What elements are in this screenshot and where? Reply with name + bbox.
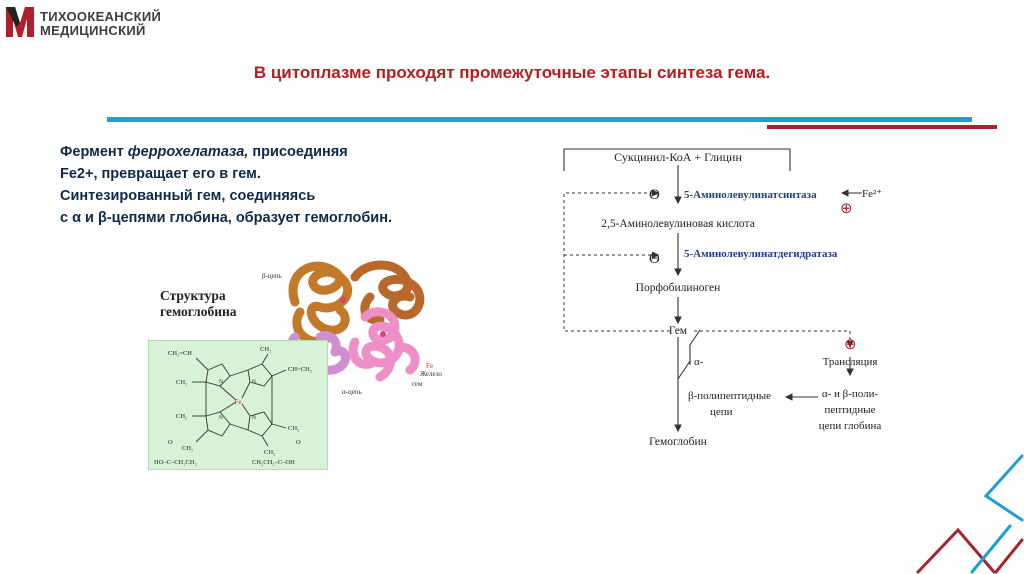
blue-divider — [107, 117, 972, 122]
structure-caption-line-2: гемоглобина — [160, 304, 237, 319]
logo-line-2: МЕДИЦИНСКИЙ — [40, 23, 146, 38]
heme-structure-diagram: Fe CH₂=CH CH₂ CH=CH₂ CH₂ CH₂ CH₂ CH₂ CH₂… — [148, 340, 328, 470]
pathway-heme: Гем — [669, 325, 688, 337]
beta-chain-label: β-цепь — [262, 272, 282, 280]
heme-oxygen-right: O — [296, 439, 301, 446]
paragraph-line-3: Синтезированный гем, соединяясь — [60, 188, 316, 204]
heme-group-top-right: CH₂ — [260, 346, 271, 353]
corner-decoration-icon — [916, 454, 1024, 574]
heme-group-left-lower: CH₂ — [176, 413, 187, 420]
paragraph-line-4: с α и β-цепями глобина, образует гемогло… — [60, 210, 392, 226]
heme-pathway-diagram: Сукцинил-КоА + Глицин Θ 5-Аминолевулинат… — [563, 148, 882, 448]
globin-chains-line-3: цепи глобина — [819, 420, 882, 432]
logo-mark-icon — [6, 7, 34, 37]
heme-nitrogen-1: N — [219, 379, 223, 385]
heme-nitrogen-2: N — [252, 379, 256, 385]
inhibition-marker-1: Θ — [649, 187, 660, 203]
paragraph-line-1-start: Фермент — [60, 144, 128, 160]
heme-nitrogen-4: N — [252, 415, 256, 421]
paragraph-line-1-end: присоединяя — [248, 144, 348, 160]
translation-label: Трансляция — [823, 356, 878, 368]
inhibition-marker-2: Θ — [649, 251, 660, 267]
paragraph-line-2: Fe2+, превращает его в гем. — [60, 166, 261, 182]
enzyme-aminolevulinate-synthase: 5-Аминолевулинатсинтаза — [684, 189, 817, 201]
heme-acid-left: HO–C–CH₂CH₂ — [154, 459, 197, 466]
heme-group-bottom-right: CH₂ — [264, 449, 275, 456]
activation-marker-iron: ⊕ — [840, 201, 853, 217]
beta-chains-line-2: цепи — [710, 406, 733, 418]
description-text: Фермент феррохелатаза, присоединяя Fe2+,… — [60, 141, 530, 229]
beta-chain-left — [288, 261, 352, 346]
heme-oxygen-left: O — [168, 439, 173, 446]
pathway-start: Сукцинил-КоА + Глицин — [614, 150, 742, 164]
pathway-hemoglobin: Гемоглобин — [649, 436, 707, 448]
alpha-chain-right — [348, 307, 420, 382]
heme-label: гем — [412, 380, 423, 388]
heme-group-right-upper: CH=CH₂ — [288, 366, 312, 373]
enzyme-name: феррохелатаза, — [127, 144, 249, 160]
heme-iron-symbol: Fe — [235, 398, 242, 406]
paragraph-line-1: Фермент феррохелатаза, присоединяя — [60, 141, 530, 163]
enzyme-aminolevulinate-dehydratase: 5-Аминолевулинатдегидратаза — [684, 248, 838, 260]
logo: ТИХООКЕАНСКИЙ МЕДИЦИНСКИЙ — [4, 3, 184, 41]
beta-chains-line-1: β-полипептидные — [688, 390, 771, 402]
structure-caption: Структура гемоглобина — [160, 288, 237, 320]
heme-group-bottom-left: CH₂ — [182, 445, 193, 452]
pathway-iron: Fe²⁺ — [862, 188, 882, 200]
heme-acid-right: CH₂CH₂–C–OH — [252, 459, 295, 466]
porphobilinogen: Порфобилиноген — [636, 282, 721, 294]
globin-chains-line-1: α- и β-поли- — [822, 388, 879, 400]
heme-group-right-lower: CH₂ — [288, 425, 299, 432]
activation-marker-translation: ⊕ — [844, 337, 857, 353]
slide-title: В цитоплазме проходят промежуточные этап… — [253, 63, 771, 82]
red-divider — [767, 125, 997, 129]
heme-nitrogen-3: N — [219, 415, 223, 421]
structure-caption-line-1: Структура — [160, 288, 226, 303]
alpha-chains-label: α- — [694, 356, 704, 368]
iron-label-symbol: Fe — [426, 362, 433, 370]
iron-label-word: Железо — [420, 370, 442, 378]
heme-group-top-left: CH₂=CH — [168, 350, 192, 357]
heme-group-left-upper: CH₂ — [176, 379, 187, 386]
logo-line-1: ТИХООКЕАНСКИЙ — [40, 9, 162, 24]
globin-chains-line-2: пептидные — [824, 404, 875, 416]
alpha-chain-label: α-цепь — [342, 388, 362, 396]
aminolevulinic-acid: 2,5-Аминолевулиновая кислота — [601, 218, 755, 230]
